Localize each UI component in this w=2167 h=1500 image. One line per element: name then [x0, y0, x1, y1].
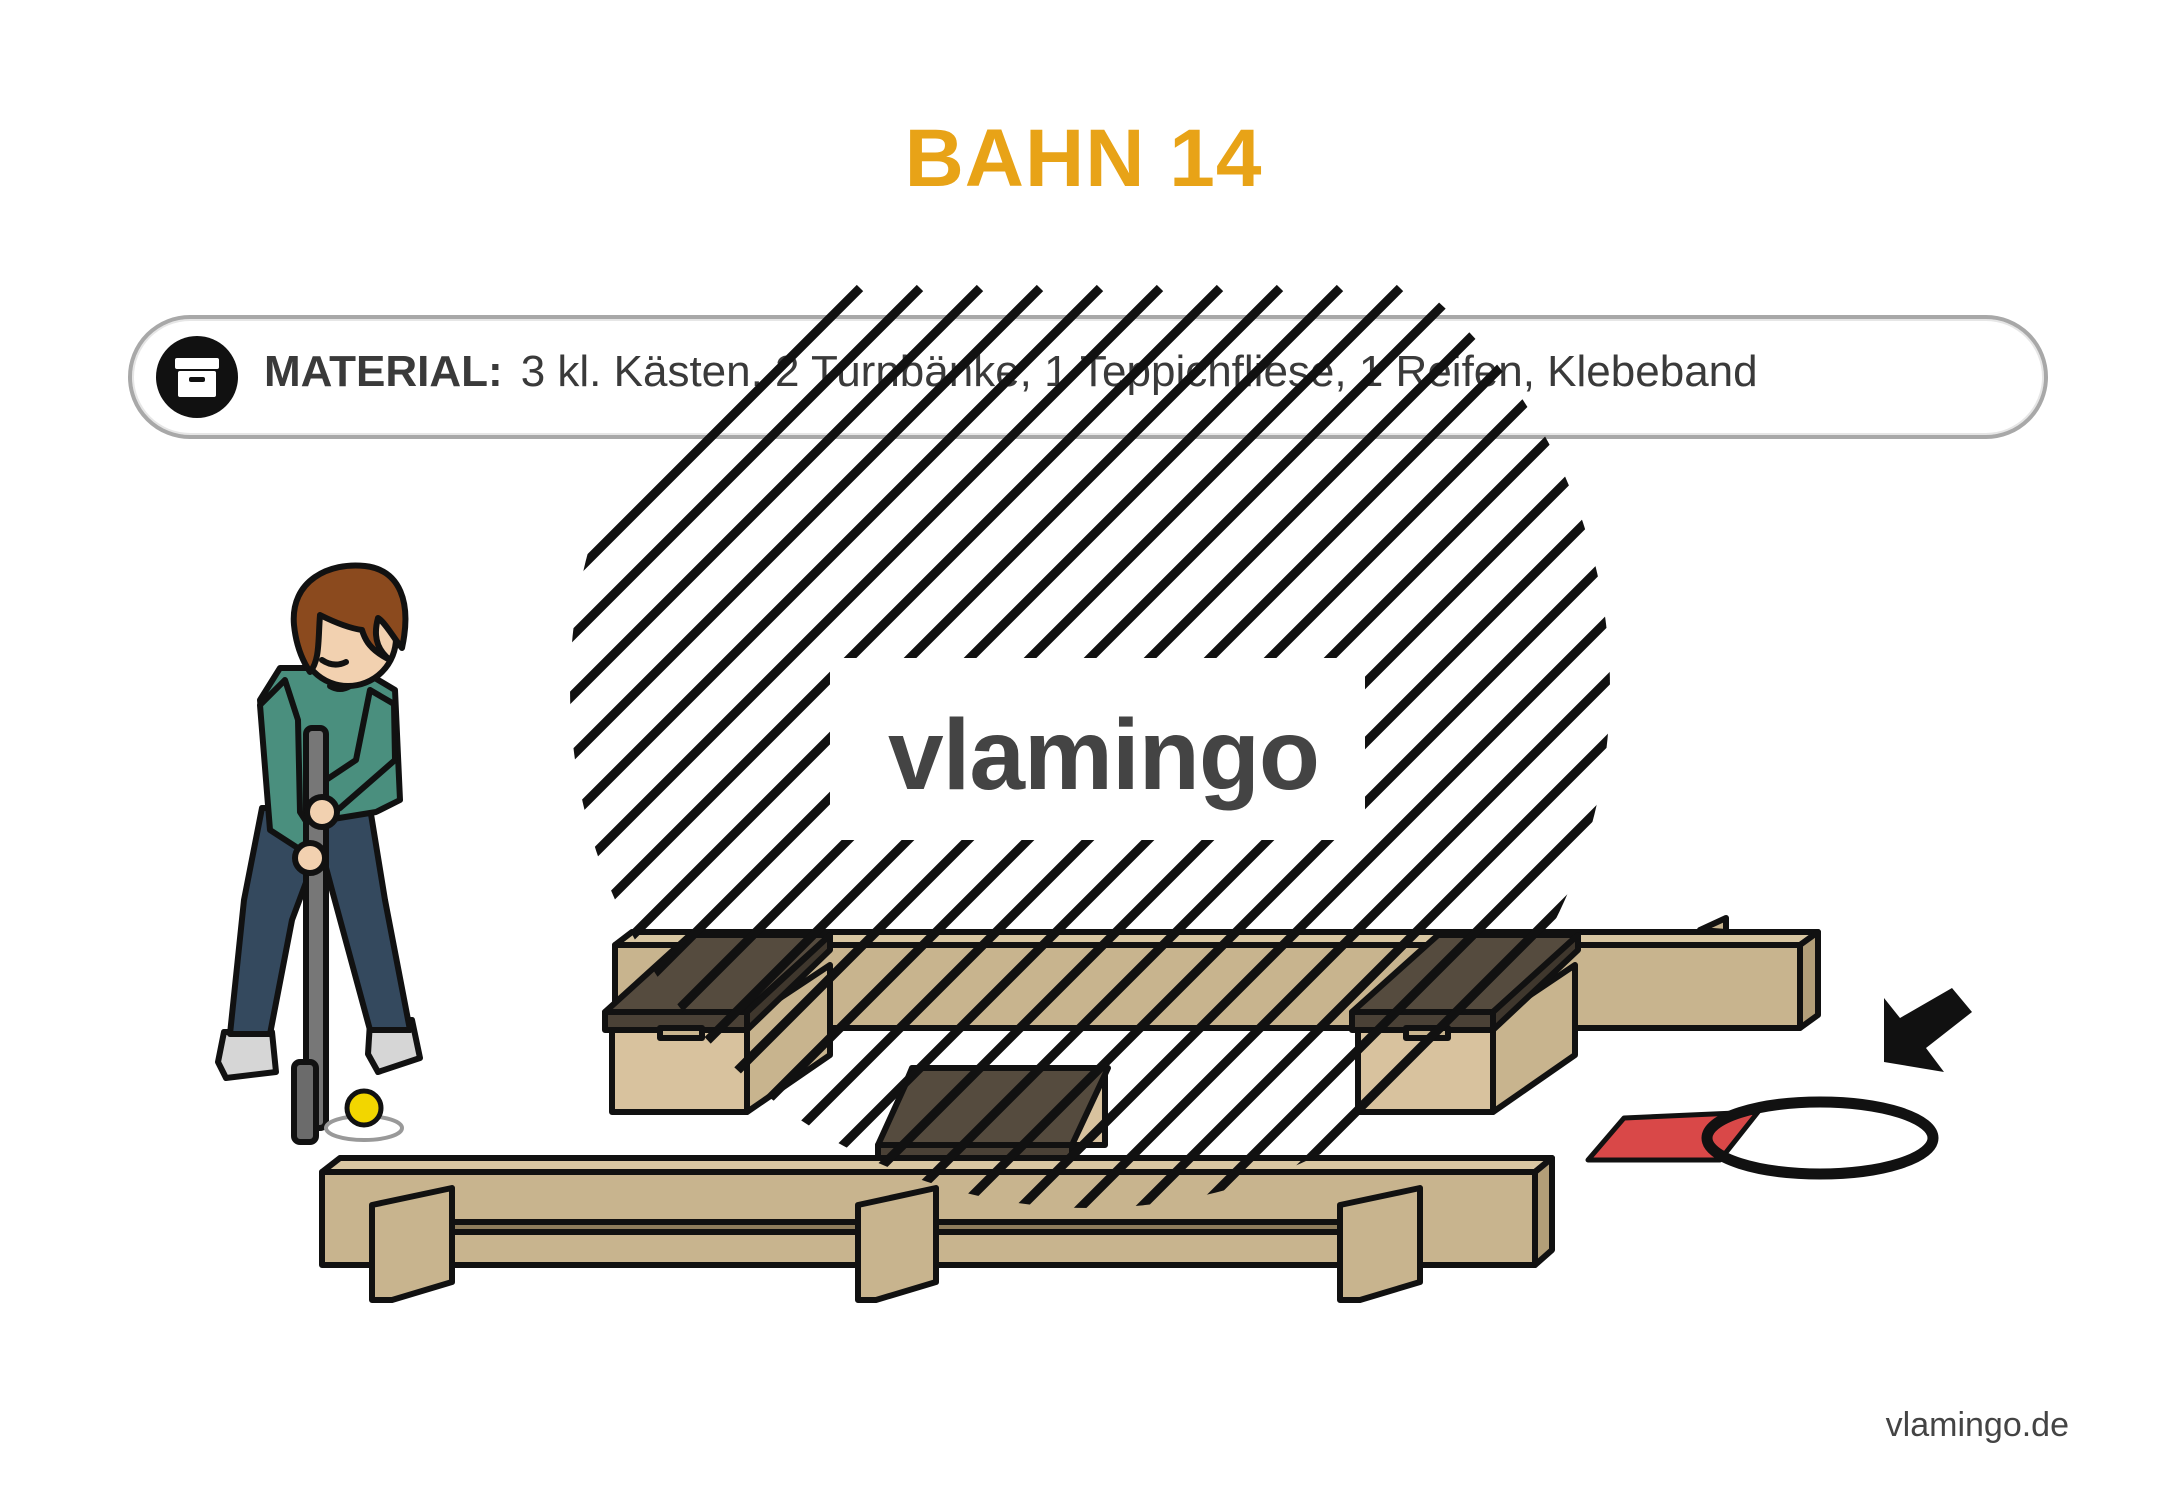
footer-site: vlamingo.de — [1885, 1406, 2069, 1444]
child-player — [215, 562, 423, 1145]
material-line: MATERIAL:3 kl. Kästen, 2 Turnbänke, 1 Te… — [264, 350, 1758, 394]
storage-box-icon — [156, 336, 238, 418]
material-panel — [128, 315, 2048, 439]
watermark-logo: vlamingo — [888, 699, 1320, 811]
watermark-hatch — [570, 284, 1610, 1208]
watermark-label-bg — [830, 658, 1365, 840]
small-box-right — [1349, 932, 1581, 1115]
hoop-target — [1585, 1096, 1939, 1180]
front-bench — [319, 1155, 1555, 1303]
page-title: BAHN 14 — [904, 113, 1263, 204]
arrow-icon — [1884, 988, 1972, 1072]
golf-ball — [324, 1088, 404, 1142]
material-label: MATERIAL: — [264, 347, 503, 396]
